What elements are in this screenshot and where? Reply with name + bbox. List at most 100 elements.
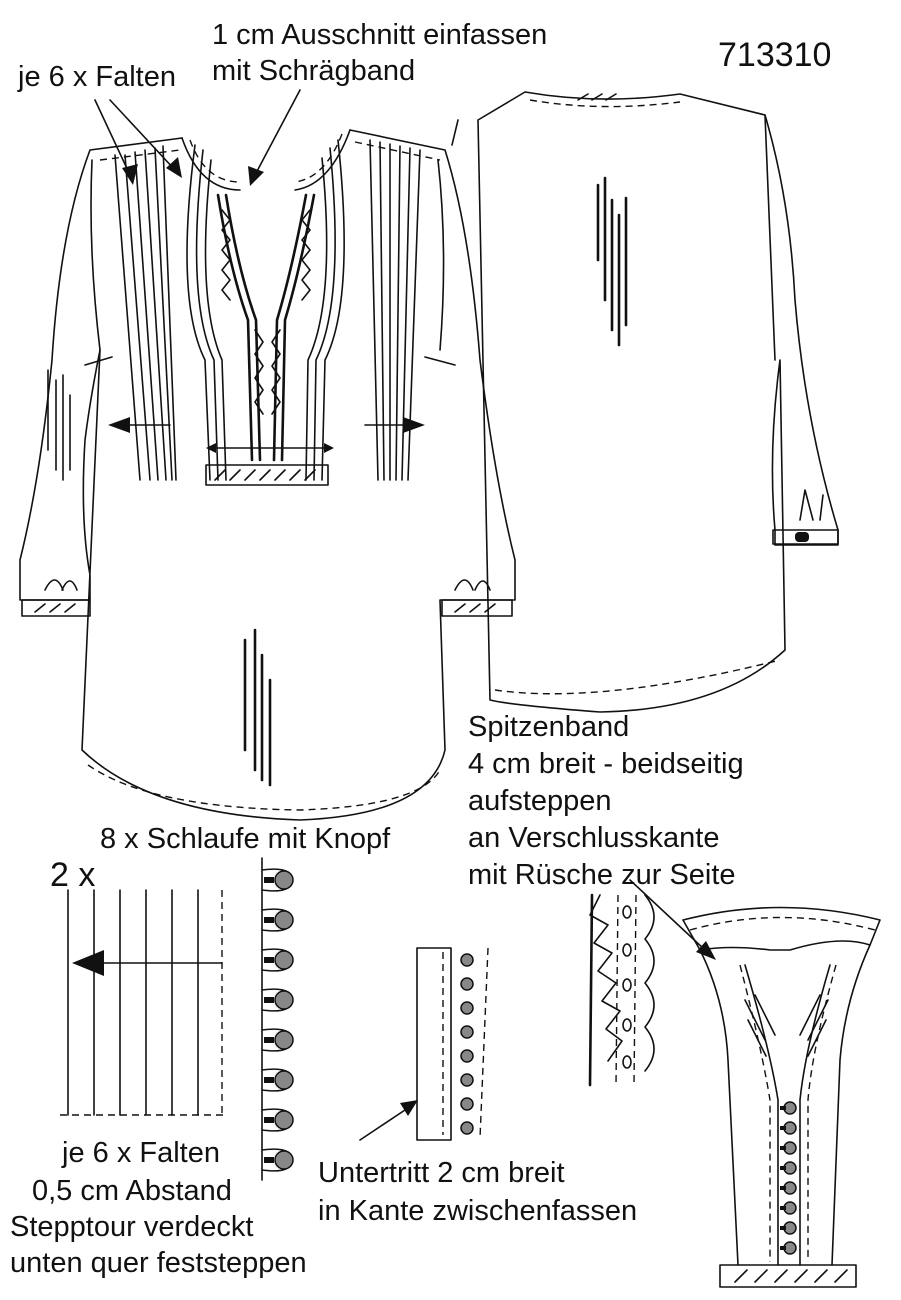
pleats-top-label: je 6 x Falten — [17, 61, 176, 93]
pleats-detail-line2: 0,5 cm Abstand — [32, 1175, 232, 1207]
lace-label-line4: an Verschlusskante — [468, 822, 719, 854]
pleat-count-label: 2 x — [50, 856, 95, 894]
back-hem-stitch — [494, 659, 781, 695]
button — [274, 1030, 294, 1050]
placket-loop-tab — [780, 1126, 786, 1130]
back-cuff — [772, 529, 839, 545]
placket-loop-tab — [780, 1206, 786, 1210]
underlap-button — [460, 1001, 474, 1015]
underlap-label-line2: in Kante zwischenfassen — [318, 1195, 637, 1227]
lace-loop — [622, 1018, 632, 1032]
front-lace-trim — [216, 193, 316, 462]
placket-collar — [682, 906, 881, 951]
lace-label-arrowhead — [696, 941, 716, 960]
placket-bottom-band — [719, 1264, 857, 1288]
placket-bottom-band — [205, 464, 329, 486]
lace-loop — [622, 943, 632, 957]
lace-label-line3: aufsteppen — [468, 785, 612, 817]
pattern-number: 713310 — [718, 36, 831, 74]
button — [274, 870, 294, 890]
button — [274, 1150, 294, 1170]
neckline-binding-left — [189, 139, 241, 183]
pleats-detail-line3: Stepptour verdeckt — [10, 1211, 253, 1243]
button — [274, 910, 294, 930]
loop-tab — [264, 1157, 274, 1163]
lace-label-line2: 4 cm breit - beidseitig — [468, 748, 744, 780]
front-neckline-right — [294, 129, 351, 191]
placket-left-edge — [744, 964, 779, 1266]
placket-loop-tab — [780, 1146, 786, 1150]
lace-loop — [622, 978, 632, 992]
back-neck-binding — [529, 99, 681, 108]
underlap-detail — [359, 947, 489, 1141]
button — [274, 950, 294, 970]
loop-tab — [264, 997, 274, 1003]
placket-detail — [682, 906, 881, 1288]
lace-label-line1: Spitzenband — [468, 711, 629, 743]
loop-tab — [264, 1117, 274, 1123]
front-neckline-left — [181, 137, 241, 191]
placket-loop-tab — [780, 1246, 786, 1250]
pleats-detail-line4: unten quer feststeppen — [10, 1247, 307, 1279]
underlap-button — [460, 1121, 474, 1135]
back-neck-hatch — [577, 93, 617, 101]
placket-band-hatch — [214, 469, 316, 481]
loop-tab — [264, 1077, 274, 1083]
lace-loop — [622, 1055, 632, 1069]
neckline-label-line1: 1 cm Ausschnitt einfassen — [212, 19, 547, 51]
back-armhole — [764, 114, 776, 361]
pleat-direction-arrowhead — [72, 950, 104, 976]
underlap-label-line1: Untertritt 2 cm breit — [318, 1157, 565, 1189]
underlap-button — [460, 1073, 474, 1087]
front-left-side-mark — [84, 356, 113, 366]
front-pleat-direction-arrows — [108, 417, 425, 453]
loop-tab — [264, 917, 274, 923]
loops-label: 8 x Schlaufe mit Knopf — [100, 823, 391, 855]
underlap-button — [460, 1049, 474, 1063]
underlap-button — [460, 977, 474, 991]
underlap-edge-stitch — [479, 947, 489, 1139]
loop-tab — [264, 1037, 274, 1043]
button — [274, 990, 294, 1010]
front-left-armhole — [90, 159, 101, 351]
back-shoulder-mark — [451, 119, 459, 146]
underlap-button — [460, 953, 474, 967]
front-right-shoulder-stitch — [354, 141, 441, 161]
underlap-arrow-line — [359, 1109, 406, 1141]
neckline-label-arrow — [248, 89, 301, 186]
front-right-side-mark — [424, 356, 456, 366]
loop-tab — [264, 957, 274, 963]
pleat-detail — [60, 889, 226, 1116]
pleats-detail-line1: je 6 x Falten — [61, 1137, 220, 1169]
back-cuff-placket — [799, 489, 824, 521]
underlap-button — [460, 1097, 474, 1111]
front-sleeve-marks — [47, 369, 71, 481]
back-cuff-button — [795, 532, 809, 542]
underlap-button — [460, 1025, 474, 1039]
front-grainline-marks — [243, 628, 272, 787]
front-view — [19, 89, 516, 821]
underlap-strip — [416, 947, 452, 1141]
placket-loop-tab — [780, 1166, 786, 1170]
button — [274, 1070, 294, 1090]
front-curved-pleats — [186, 139, 345, 481]
back-grainline-marks — [596, 176, 628, 347]
loop-button-strip — [261, 857, 294, 1181]
front-left-cuff — [21, 579, 91, 617]
underlap-arrowhead — [400, 1100, 418, 1116]
placket-right-pleats — [799, 994, 829, 1057]
button — [274, 1110, 294, 1130]
lace-label-line5: mit Rüsche zur Seite — [468, 859, 736, 891]
neckline-label-line2: mit Schrägband — [212, 55, 415, 87]
lace-scallop-edge — [644, 894, 655, 1072]
back-view — [451, 91, 839, 713]
loop-tab — [264, 877, 274, 883]
placket-right-edge — [799, 964, 831, 1266]
front-hem-stitch — [87, 764, 441, 811]
placket-buttons — [780, 1101, 797, 1255]
neckline-binding-right — [294, 133, 343, 183]
back-body-outline — [477, 91, 839, 713]
front-body-outline — [19, 129, 516, 821]
front-left-shoulder-stitch — [99, 149, 181, 161]
